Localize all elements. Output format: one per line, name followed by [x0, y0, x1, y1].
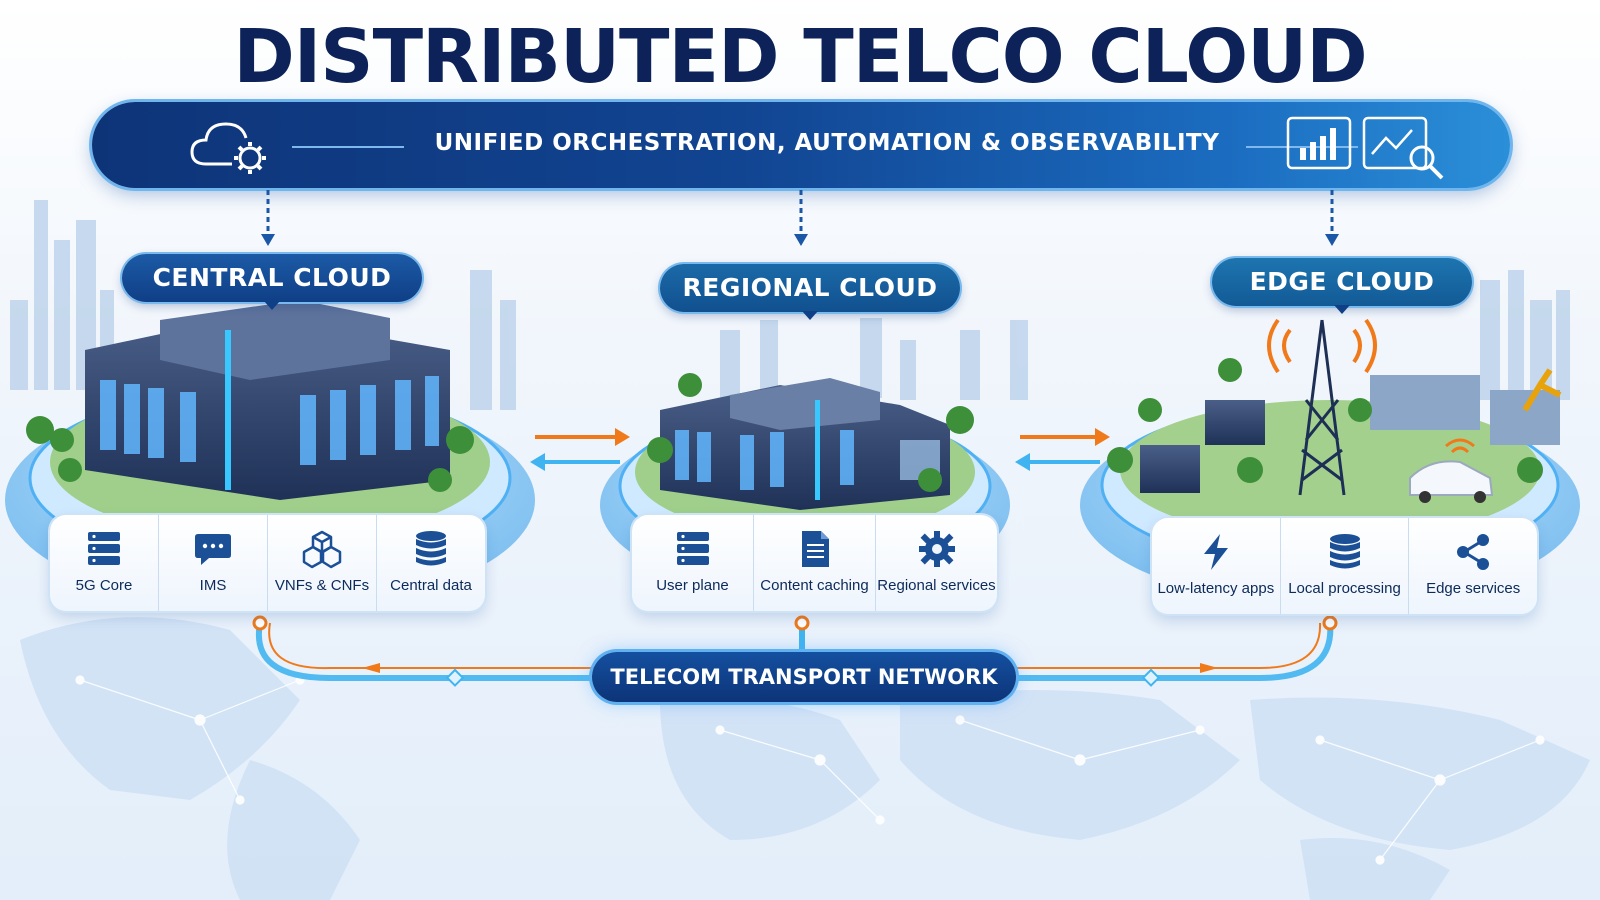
lightning-icon	[1203, 534, 1228, 570]
share-nodes-icon	[1457, 534, 1490, 570]
trees	[26, 358, 1543, 492]
service-label: User plane	[656, 577, 729, 594]
edge-services-card: Low-latency apps Local processing Edge s…	[1152, 518, 1537, 614]
central-cloud-label: CENTRAL CLOUD	[122, 254, 422, 310]
page-title: DISTRIBUTED TELCO CLOUD	[233, 14, 1367, 100]
cubes-icon	[302, 530, 342, 569]
regional-cloud-label: REGIONAL CLOUD	[660, 264, 960, 320]
service-5g-core: 5G Core	[50, 515, 158, 611]
cell-tower	[1298, 319, 1346, 496]
network-mesh	[75, 675, 1545, 865]
car	[1409, 460, 1494, 496]
server-stack-icon	[676, 532, 709, 565]
server-stack-icon	[88, 532, 120, 565]
database-icon	[1329, 534, 1360, 569]
edge-site	[1140, 318, 1562, 503]
central-services-card: 5G Core IMS VNFs & CNFs Central data	[50, 515, 485, 611]
cloud-gear-icon	[190, 122, 266, 174]
banner-divider-left	[292, 146, 404, 148]
edge-cloud-label: EDGE CLOUD	[1212, 258, 1472, 314]
connector-to-regional	[794, 190, 808, 246]
service-label: Content caching	[760, 577, 869, 594]
service-label: Low-latency apps	[1157, 580, 1275, 597]
gear-icon	[918, 531, 955, 567]
service-label: Edge services	[1426, 580, 1521, 597]
connector-to-central	[261, 190, 275, 246]
service-label: 5G Core	[75, 577, 133, 594]
orchestration-banner: UNIFIED ORCHESTRATION, AUTOMATION & OBSE…	[92, 102, 1510, 188]
service-ims: IMS	[158, 515, 267, 611]
service-label: IMS	[199, 577, 227, 594]
robot-arm	[1522, 368, 1562, 412]
inter-cloud-arrows	[530, 428, 1110, 471]
banner-divider-right	[1246, 146, 1358, 148]
transport-lines	[252, 615, 1338, 687]
service-user-plane: User plane	[632, 515, 753, 611]
service-edge-services: Edge services	[1408, 518, 1537, 614]
document-icon	[801, 531, 829, 567]
service-vnfs-cnfs: VNFs & CNFs	[267, 515, 376, 611]
service-central-data: Central data	[376, 515, 485, 611]
service-label: Regional services	[877, 577, 996, 594]
orchestration-label: UNIFIED ORCHESTRATION, AUTOMATION & OBSE…	[434, 130, 1220, 156]
regional-datacenter	[660, 378, 950, 510]
regional-services-card: User plane Content caching Regional serv…	[632, 515, 997, 611]
chat-bubble-icon	[195, 534, 231, 565]
connector-to-edge	[1325, 190, 1339, 246]
service-local-processing: Local processing	[1279, 518, 1409, 614]
service-label: Central data	[390, 577, 472, 594]
bar-chart-icon	[1286, 116, 1352, 170]
service-label: Local processing	[1288, 580, 1401, 597]
service-regional-services: Regional services	[875, 515, 997, 611]
skyline	[10, 200, 1570, 410]
central-datacenter	[85, 300, 450, 500]
service-content-caching: Content caching	[753, 515, 875, 611]
analytics-search-icon	[1362, 116, 1444, 180]
service-label: VNFs & CNFs	[274, 577, 370, 594]
transport-network-label: TELECOM TRANSPORT NETWORK	[592, 652, 1016, 702]
database-icon	[416, 531, 446, 566]
service-low-latency-apps: Low-latency apps	[1152, 518, 1280, 614]
